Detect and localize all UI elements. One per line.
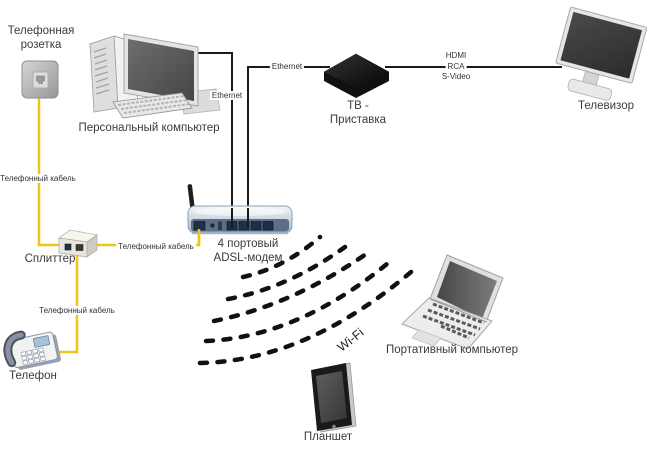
phone-cable-splitter-phone <box>58 256 79 354</box>
phone-icon <box>3 330 61 370</box>
phone-cable-socket-label: Телефонный кабель <box>0 174 78 183</box>
splitter-icon <box>57 229 99 258</box>
pc-icon <box>88 33 221 119</box>
phone-socket-icon <box>21 60 59 99</box>
wifi-waves-icon <box>197 234 421 366</box>
splitter-label: Сплиттер <box>24 253 76 265</box>
phone-cable-socket-splitter <box>37 97 60 247</box>
rca-label: RCA <box>445 62 467 71</box>
ethernet-cable-pc <box>193 52 233 226</box>
modem-icon <box>187 184 293 235</box>
tv-icon <box>555 6 647 101</box>
laptop-label: Портативный компьютер <box>385 344 519 356</box>
tv-label: Телевизор <box>578 100 634 112</box>
phone-cable-modem-label: Телефонный кабель <box>116 242 196 251</box>
phone-label: Телефон <box>9 370 57 382</box>
ethernet-cable-tv-box <box>247 66 330 226</box>
tv-box-label: ТВ - Приставка <box>329 100 387 126</box>
modem-cable-ends <box>231 208 249 228</box>
hdmi-label: HDMI <box>443 51 469 60</box>
ethernet-tv-box-label: Ethernet <box>269 62 305 71</box>
laptop-icon <box>401 254 504 350</box>
s-video-label: S-Video <box>439 72 473 81</box>
phone-socket-label: Телефонная розетка <box>7 25 75 51</box>
pc-label: Персональный компьютер <box>78 122 220 134</box>
tablet-label: Планшет <box>303 431 353 443</box>
ethernet-pc-label: Ethernet <box>209 91 245 100</box>
modem-label: 4 портовый ADSL-модем <box>213 238 283 264</box>
phone-cable-phone-label: Телефонный кабель <box>37 306 117 315</box>
tv-box-icon <box>323 53 390 98</box>
tablet-icon <box>311 362 357 433</box>
